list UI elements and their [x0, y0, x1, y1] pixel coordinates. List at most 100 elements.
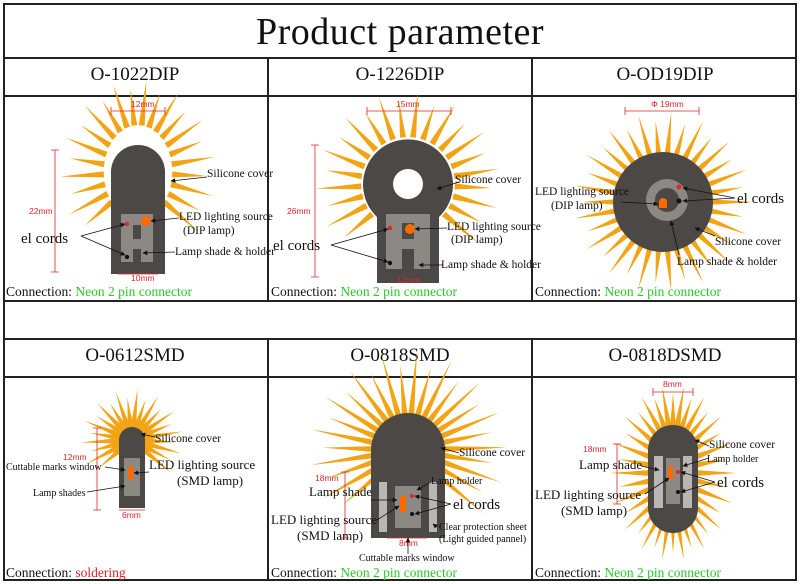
- svg-text:Clear protection sheet: Clear protection sheet: [439, 522, 527, 533]
- light-ray: [71, 181, 106, 194]
- light-ray: [429, 105, 456, 146]
- light-ray: [410, 92, 418, 138]
- light-ray: [344, 211, 375, 238]
- light-ray: [322, 149, 366, 170]
- grid-line: [267, 57, 269, 300]
- light-ray: [694, 459, 727, 469]
- svg-text:Lamp shade: Lamp shade: [579, 457, 642, 472]
- light-ray: [425, 381, 459, 425]
- light-ray: [586, 223, 627, 250]
- light-ray: [619, 459, 652, 469]
- svg-text:LED lighting source: LED lighting source: [447, 221, 541, 233]
- light-ray: [80, 125, 112, 149]
- connection-text: Connection: soldering: [6, 565, 126, 580]
- light-ray: [641, 396, 665, 436]
- svg-text:Silicone cover: Silicone cover: [715, 236, 781, 248]
- svg-text:Silicone cover: Silicone cover: [709, 439, 775, 451]
- light-ray: [321, 463, 381, 499]
- el-cord-dot: [676, 184, 682, 190]
- svg-text:LED lighting source: LED lighting source: [179, 211, 273, 223]
- light-ray: [662, 386, 673, 430]
- light-ray: [680, 240, 704, 283]
- svg-text:el cords: el cords: [21, 231, 68, 247]
- light-ray: [587, 172, 623, 189]
- lamp-holder-cut: [402, 223, 414, 269]
- svg-text:Φ 19mm: Φ 19mm: [651, 99, 684, 109]
- svg-text:6mm: 6mm: [122, 510, 141, 520]
- light-ray: [130, 389, 138, 429]
- light-ray: [68, 191, 110, 215]
- light-ray: [624, 416, 658, 447]
- smd-led-source: [400, 496, 406, 512]
- light-ray: [399, 101, 406, 138]
- light-ray: [327, 458, 378, 479]
- table-frame: [3, 3, 797, 581]
- light-ray: [664, 246, 672, 292]
- svg-text:Silicone cover: Silicone cover: [459, 447, 525, 459]
- light-ray: [694, 477, 727, 487]
- svg-text:18mm: 18mm: [315, 473, 339, 483]
- svg-text:Lamp holder: Lamp holder: [431, 476, 483, 487]
- light-ray: [430, 382, 481, 430]
- light-ray: [586, 154, 627, 181]
- connection-text: Connection: Neon 2 pin connector: [6, 284, 192, 299]
- light-ray: [602, 147, 632, 174]
- light-ray: [664, 112, 672, 158]
- svg-text:el cords: el cords: [453, 497, 500, 513]
- light-ray: [113, 84, 130, 129]
- svg-text:Lamp shade & holder: Lamp shade & holder: [175, 246, 275, 258]
- silicone-cover-body: [363, 139, 453, 283]
- light-ray: [143, 431, 183, 442]
- svg-text:Lamp shades: Lamp shades: [33, 488, 86, 499]
- light-ray: [655, 246, 662, 283]
- svg-text:Lamp holder: Lamp holder: [707, 454, 759, 465]
- el-cord-dot: [410, 494, 414, 498]
- svg-text:Silicone cover: Silicone cover: [455, 174, 521, 186]
- light-ray: [115, 391, 132, 430]
- product-diagram-o-0818dsmd: 8mm 18mm Silicone cover Lamp holder Lamp…: [535, 379, 775, 560]
- svg-text:22mm: 22mm: [29, 206, 53, 216]
- grid-line: [3, 300, 797, 302]
- light-ray: [441, 446, 507, 453]
- light-ray: [166, 191, 200, 211]
- svg-text:Cuttable marks window: Cuttable marks window: [6, 462, 102, 473]
- light-ray: [693, 442, 733, 461]
- svg-text:8mm: 8mm: [399, 538, 418, 548]
- light-ray: [672, 244, 686, 281]
- light-ray: [365, 112, 387, 146]
- light-ray: [311, 429, 377, 447]
- svg-text:Lamp shade: Lamp shade: [309, 484, 372, 499]
- light-ray: [310, 452, 376, 466]
- clear-protection-sheet: [379, 482, 437, 532]
- el-cord-dot: [387, 260, 393, 266]
- svg-text:8mm: 8mm: [663, 379, 682, 389]
- light-ray: [419, 361, 452, 422]
- light-ray: [450, 152, 486, 170]
- svg-text:12mm: 12mm: [131, 99, 155, 109]
- svg-text:Lamp shade & holder: Lamp shade & holder: [441, 259, 541, 271]
- el-cord-dot: [124, 254, 130, 260]
- svg-text:Silicone cover: Silicone cover: [155, 433, 221, 445]
- light-ray: [139, 411, 175, 436]
- product-name: O-0818DSMD: [608, 345, 722, 366]
- light-ray: [452, 193, 497, 209]
- light-ray: [681, 396, 705, 436]
- light-ray: [438, 458, 502, 483]
- light-ray: [626, 240, 646, 275]
- silicone-cover-hole: [393, 169, 423, 199]
- dip-led-source: [141, 216, 151, 226]
- light-ray: [690, 433, 721, 454]
- light-ray: [626, 129, 646, 164]
- light-ray: [408, 351, 417, 418]
- light-ray: [139, 445, 172, 473]
- light-ray: [414, 367, 431, 419]
- light-ray: [127, 397, 134, 429]
- light-ray: [625, 433, 656, 454]
- silicone-cover-body: [371, 413, 445, 538]
- svg-text:(DIP lamp): (DIP lamp): [451, 234, 503, 246]
- light-ray: [84, 105, 117, 141]
- light-ray: [142, 440, 182, 454]
- light-ray: [654, 398, 669, 432]
- light-ray: [610, 470, 651, 476]
- svg-text:el cords: el cords: [273, 238, 320, 254]
